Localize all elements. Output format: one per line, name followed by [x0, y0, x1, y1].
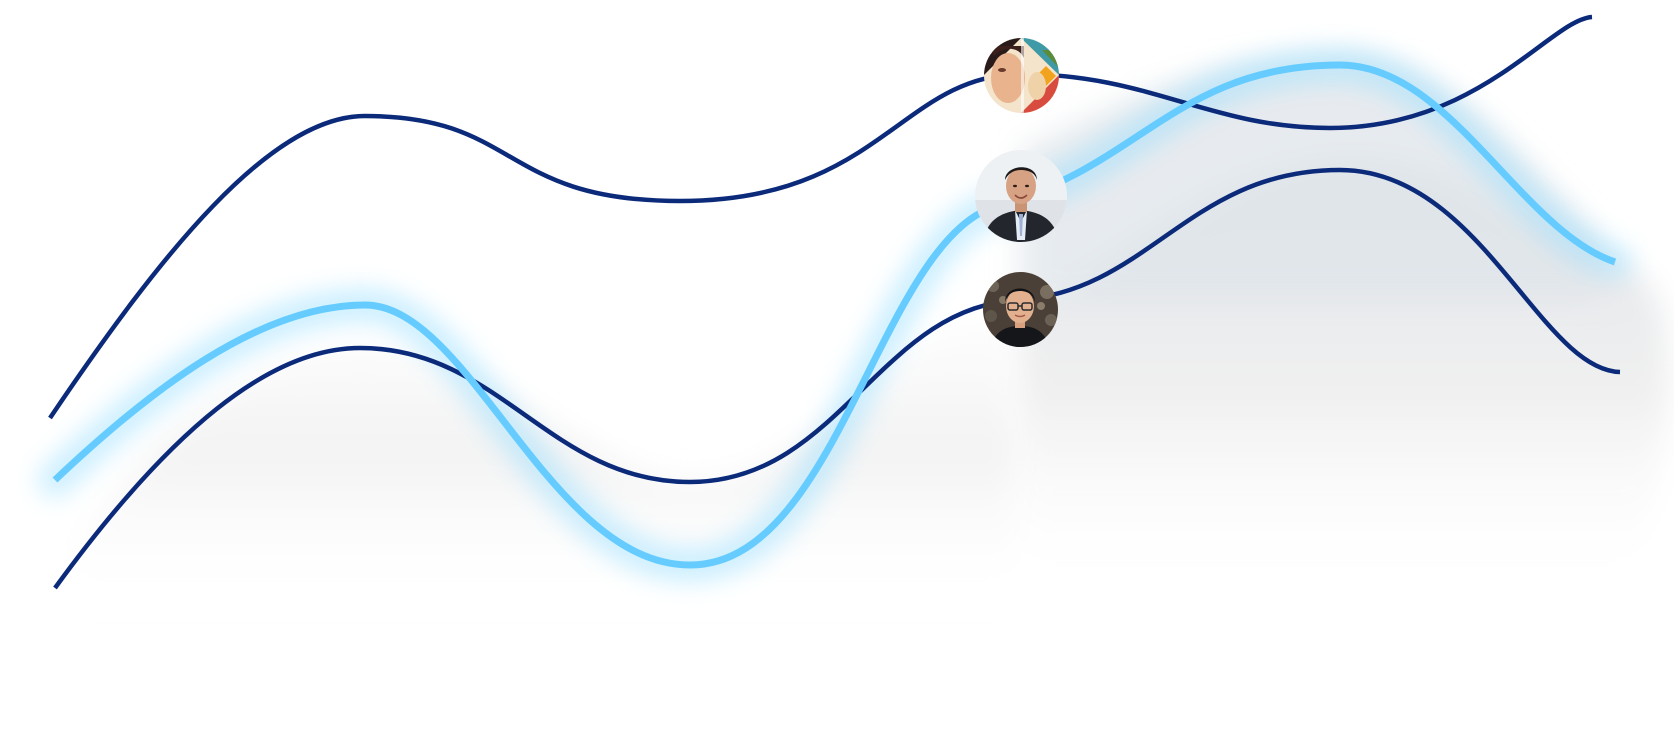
abstract-portrait-logo-icon	[984, 38, 1059, 113]
light-wave	[52, 61, 1617, 569]
man-in-suit-photo-icon	[975, 150, 1067, 242]
dark-wave-top	[48, 14, 1593, 420]
avatar-3	[983, 272, 1058, 347]
avatar-2	[975, 150, 1067, 242]
avatar-1	[984, 38, 1059, 113]
person-with-glasses-photo-icon	[983, 272, 1058, 347]
